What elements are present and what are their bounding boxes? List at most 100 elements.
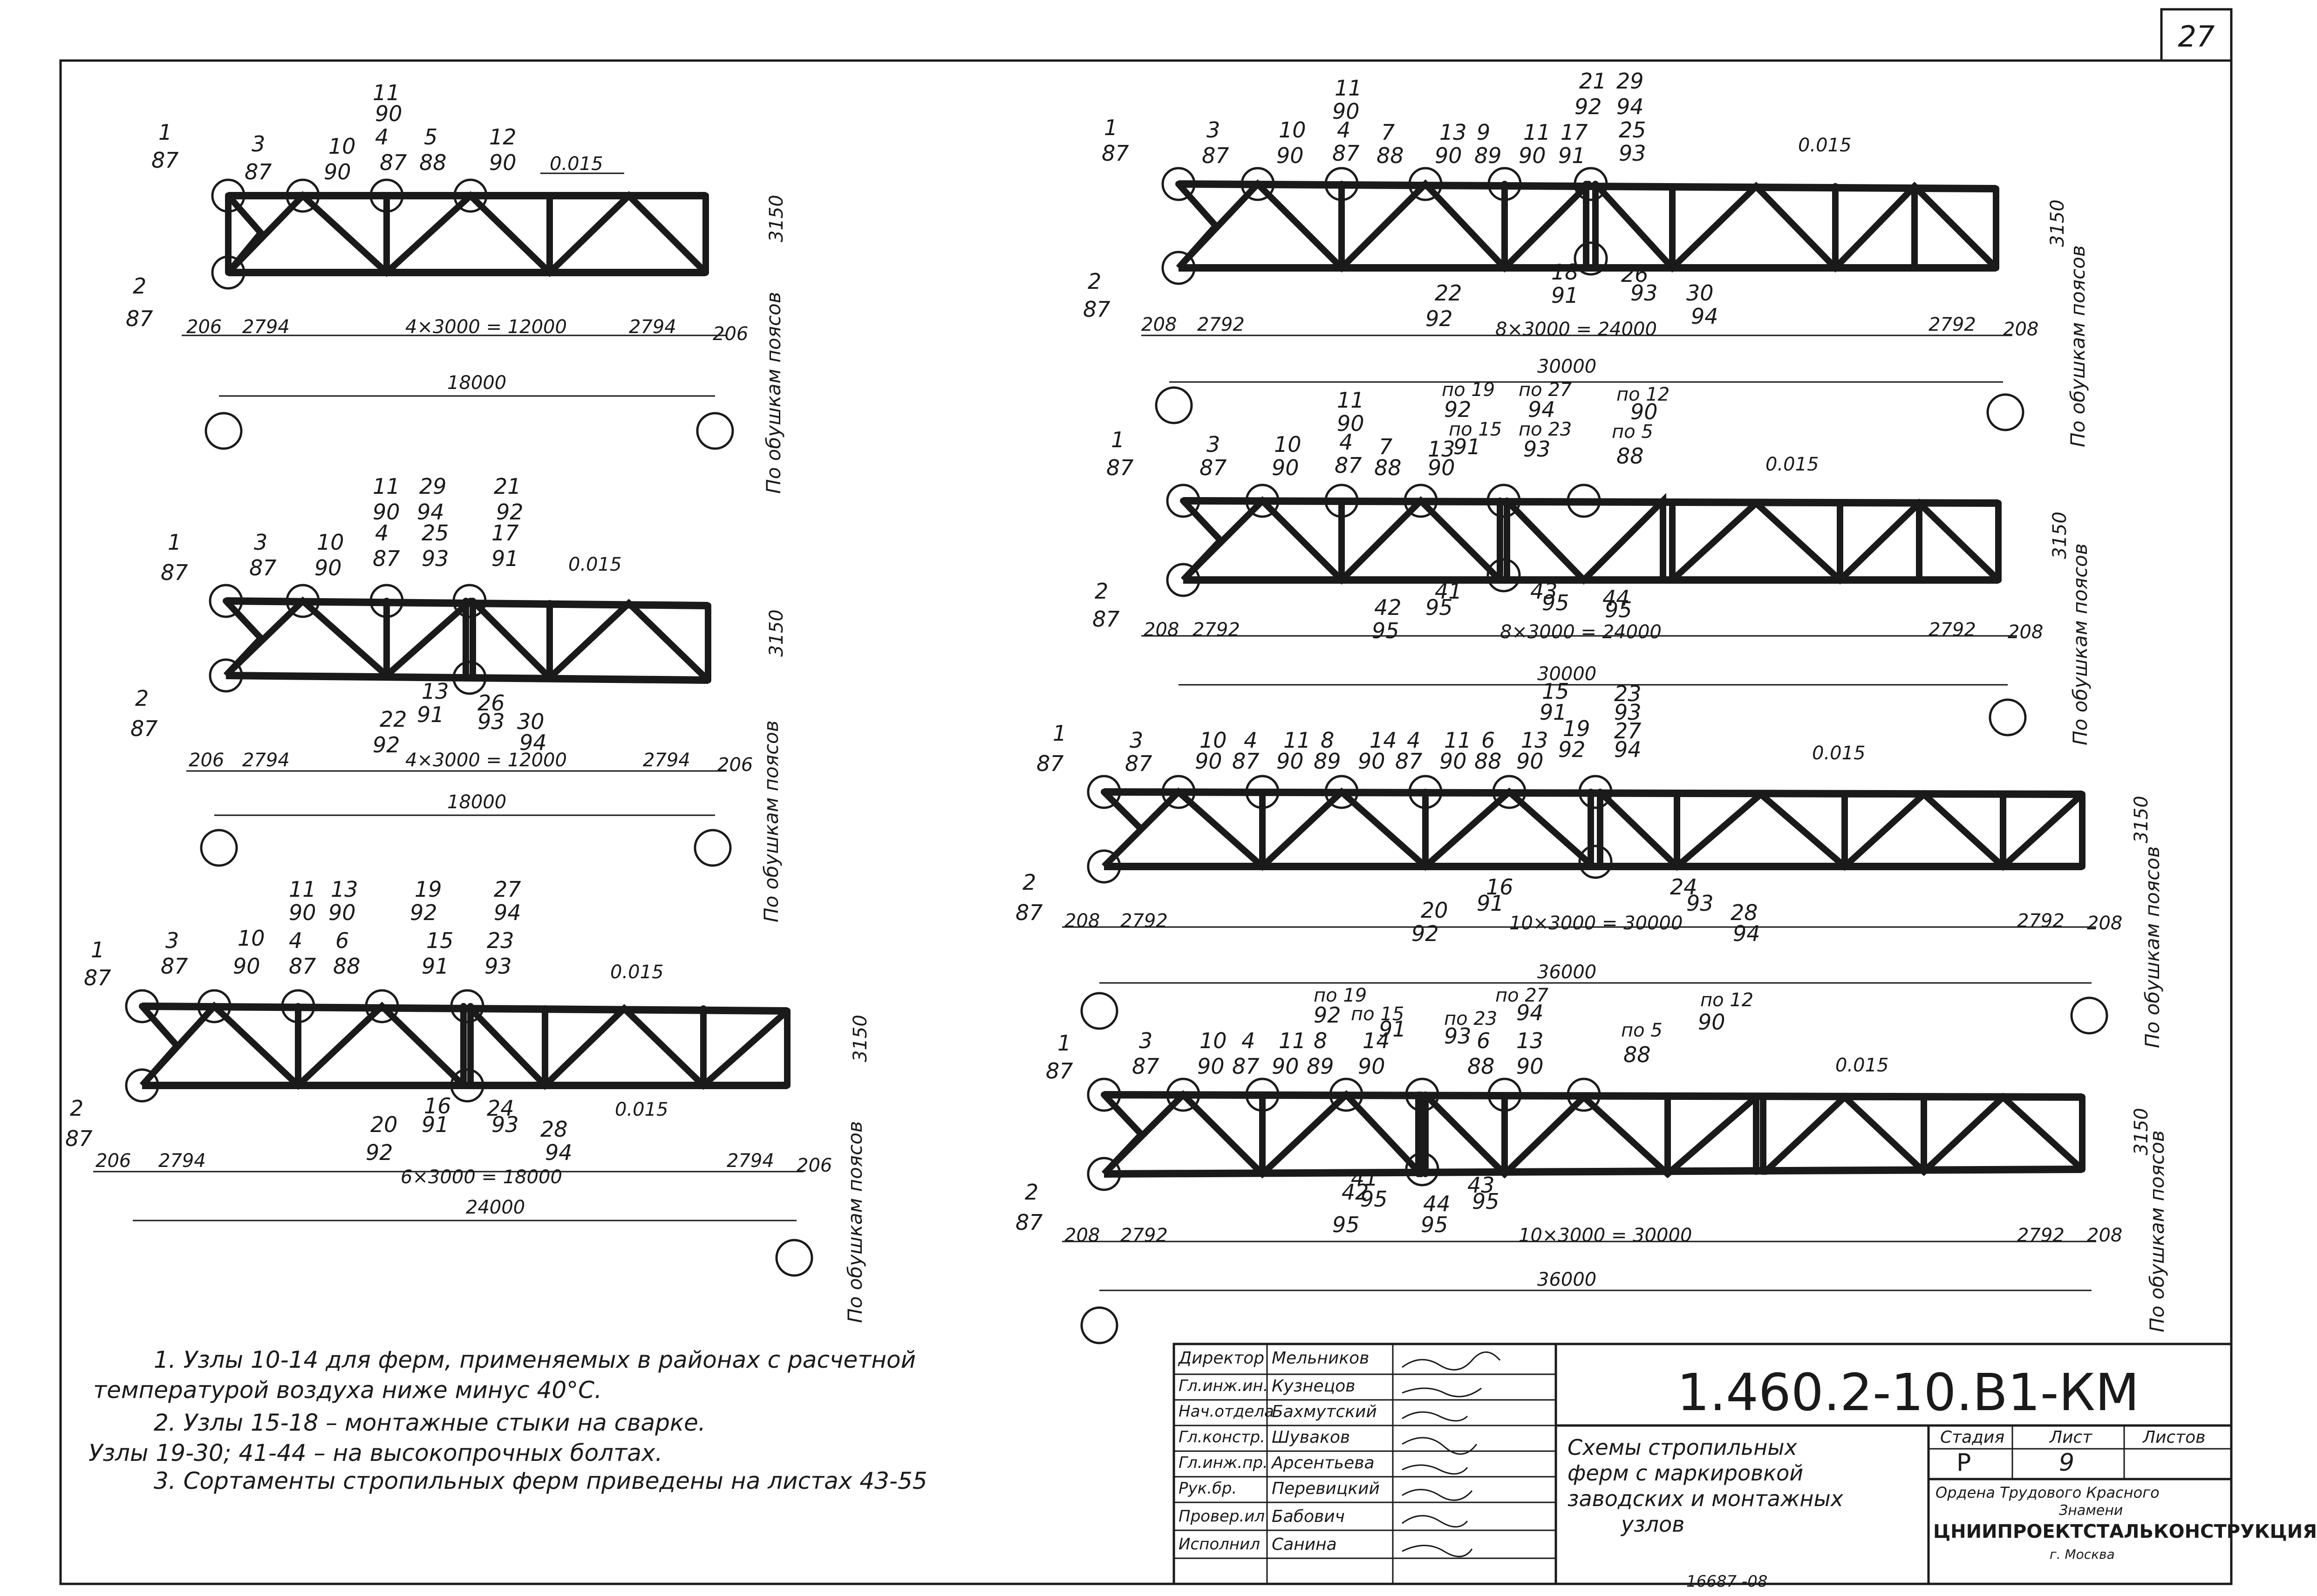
- t4-mark-18: 18: [1551, 259, 1579, 285]
- sheet-title-line-4: узлов: [1621, 1512, 1685, 1537]
- role-project-engineer: Гл.инж.пр.: [1179, 1453, 1268, 1472]
- t2-mark-11: 11: [373, 474, 400, 499]
- t5-mark-43-sec: 95: [1542, 590, 1569, 615]
- org-line-4: г. Москва: [2050, 1547, 2115, 1562]
- t4-mark-21: 21: [1579, 68, 1607, 94]
- name-executor: Санина: [1272, 1535, 1337, 1554]
- t4-mark-1: 1: [1104, 115, 1118, 140]
- t6-mark-16: 16: [1486, 874, 1513, 900]
- t2-mark-3-sec: 87: [249, 555, 277, 580]
- t5-mark-10: 10: [1274, 432, 1302, 457]
- t7-mark-19: по 19: [1314, 985, 1367, 1006]
- t3-mark-23: 23: [487, 928, 514, 953]
- t1-dim-c: 4×3000 = 12000: [405, 316, 567, 338]
- t2-mark-10-sec: 90: [314, 555, 342, 580]
- t6-mark-6-sec: 88: [1474, 749, 1502, 774]
- t1-total: 18000: [447, 372, 506, 394]
- t3-mark-27-sec: 94: [494, 900, 521, 925]
- t2-dim-e: 206: [717, 754, 753, 776]
- t7-mark-4-sec: 87: [1232, 1054, 1260, 1079]
- t3-mark-16-sec: 91: [422, 1112, 449, 1137]
- t3-mark-4: 4: [289, 928, 302, 953]
- t6-mark-11b-sec: 90: [1439, 749, 1467, 774]
- truss-6: 1 87 2 87 3 87 10 90 4 87 11 90 8 89 14 …: [1015, 679, 2164, 1048]
- t4-side-note: По обушкам поясов: [2066, 245, 2089, 447]
- note-2: 2. Узлы 15-18 – монтажные стыки на сварк…: [154, 1409, 706, 1436]
- t6-mark-24: 24: [1670, 874, 1697, 900]
- t6-mark-10-sec: 90: [1195, 749, 1222, 774]
- t4-mark-30: 30: [1686, 280, 1714, 306]
- t6-mark-23: 23: [1614, 681, 1642, 706]
- t2-mark-21: 21: [494, 474, 521, 499]
- t5-mark-11: 11: [1337, 388, 1364, 413]
- t4-mark-26-sec: 93: [1630, 280, 1658, 306]
- title-block: [1172, 1343, 2233, 1585]
- t2-mark-22: 22: [380, 707, 407, 732]
- org-line-2: Знамени: [2059, 1502, 2123, 1519]
- t7-mark-4: 4: [1241, 1028, 1255, 1053]
- t2-mark-26-sec: 93: [477, 709, 505, 734]
- t4-mark-9: 9: [1477, 120, 1490, 145]
- t6-mark-1-sec: 87: [1036, 751, 1064, 776]
- t7-side-note: По обушкам поясов: [2146, 1130, 2168, 1332]
- t6-side-note: По обушкам поясов: [2141, 846, 2164, 1048]
- t4-dim-c: 8×3000 = 24000: [1495, 319, 1657, 340]
- t2-mark-25: 25: [422, 520, 449, 546]
- t3-mark-20: 20: [370, 1112, 398, 1137]
- t4-dim-b: 2792: [1197, 314, 1245, 335]
- t1-mark-5-sec: 88: [419, 150, 447, 175]
- t2-mark-1: 1: [168, 530, 181, 555]
- t7-mark-1: 1: [1057, 1030, 1071, 1056]
- note-1-cont: температурой воздуха ниже минус 40°С.: [93, 1377, 602, 1404]
- t7-mark-8-sec: 89: [1307, 1054, 1334, 1079]
- t4-mark-2: 2: [1088, 269, 1101, 294]
- t4-dim-a: 208: [1141, 314, 1177, 335]
- t6-mark-14-sec: 90: [1358, 749, 1385, 774]
- t6-height: 3150: [2131, 796, 2152, 843]
- t7-mark-41: 41: [1351, 1166, 1378, 1191]
- t7-mark-3: 3: [1139, 1028, 1152, 1053]
- t6-dim-e: 208: [2087, 913, 2122, 934]
- t5-slope: 0.015: [1765, 454, 1819, 475]
- t5-side-note: По обушкам поясов: [2069, 543, 2092, 745]
- t7-mark-15-sec: 91: [1379, 1016, 1406, 1042]
- t5-dim-a: 208: [1144, 619, 1179, 641]
- role-chief-engineer: Гл.инж.ин.: [1179, 1377, 1268, 1395]
- t4-mark-11b: 11: [1523, 120, 1551, 145]
- t7-mark-2: 2: [1025, 1180, 1038, 1205]
- name-head-dept: Бахмутский: [1272, 1402, 1377, 1421]
- t7-mark-11: 11: [1279, 1028, 1306, 1053]
- t6-mark-19-sec: 92: [1558, 737, 1586, 762]
- t1-mark-5: 5: [424, 124, 437, 150]
- t2-mark-30-sec: 94: [519, 730, 547, 755]
- t1-slope: 0.015: [550, 153, 603, 175]
- t6-mark-3: 3: [1130, 728, 1143, 753]
- t6-dim-a: 208: [1064, 910, 1100, 932]
- t4-height: 3150: [2047, 199, 2068, 247]
- t3-mark-24-sec: 93: [491, 1112, 519, 1137]
- t3-mark-23-sec: 93: [484, 954, 512, 979]
- t6-mark-24-sec: 93: [1686, 891, 1714, 916]
- t6-mark-13: 13: [1521, 728, 1548, 753]
- t7-mark-19-sec: 92: [1314, 1003, 1341, 1028]
- t1-mark-11-sec: 90: [375, 101, 402, 126]
- t7-dim-c: 10×3000 = 30000: [1519, 1225, 1692, 1246]
- t3-mark-11-sec: 90: [289, 900, 316, 925]
- truss-7: 1 87 2 87 3 87 10 90 4 87 11 90 8 89 14 …: [1015, 985, 2168, 1344]
- name-chief-designer: Шуваков: [1272, 1428, 1350, 1447]
- t3-side-note: По обушкам поясов: [844, 1121, 866, 1323]
- t4-mark-3-sec: 87: [1202, 143, 1229, 168]
- role-director: Директор: [1179, 1349, 1265, 1368]
- t3-mark-4-sec: 87: [289, 954, 316, 979]
- t7-mark-1-sec: 87: [1046, 1058, 1073, 1084]
- t5-mark-13: 13: [1428, 437, 1455, 462]
- t3-dim-a: 206: [95, 1150, 131, 1172]
- sheet-number-box: [2160, 8, 2233, 62]
- t2-mark-1-sec: 87: [161, 560, 188, 585]
- t6-mark-4: 4: [1244, 728, 1257, 753]
- t1-mark-2-sec: 87: [126, 306, 153, 331]
- t7-height: 3150: [2131, 1108, 2152, 1155]
- t7-dim-a: 208: [1064, 1225, 1100, 1246]
- t7-mark-43: 43: [1467, 1173, 1495, 1198]
- t4-mark-21-sec: 92: [1574, 94, 1602, 119]
